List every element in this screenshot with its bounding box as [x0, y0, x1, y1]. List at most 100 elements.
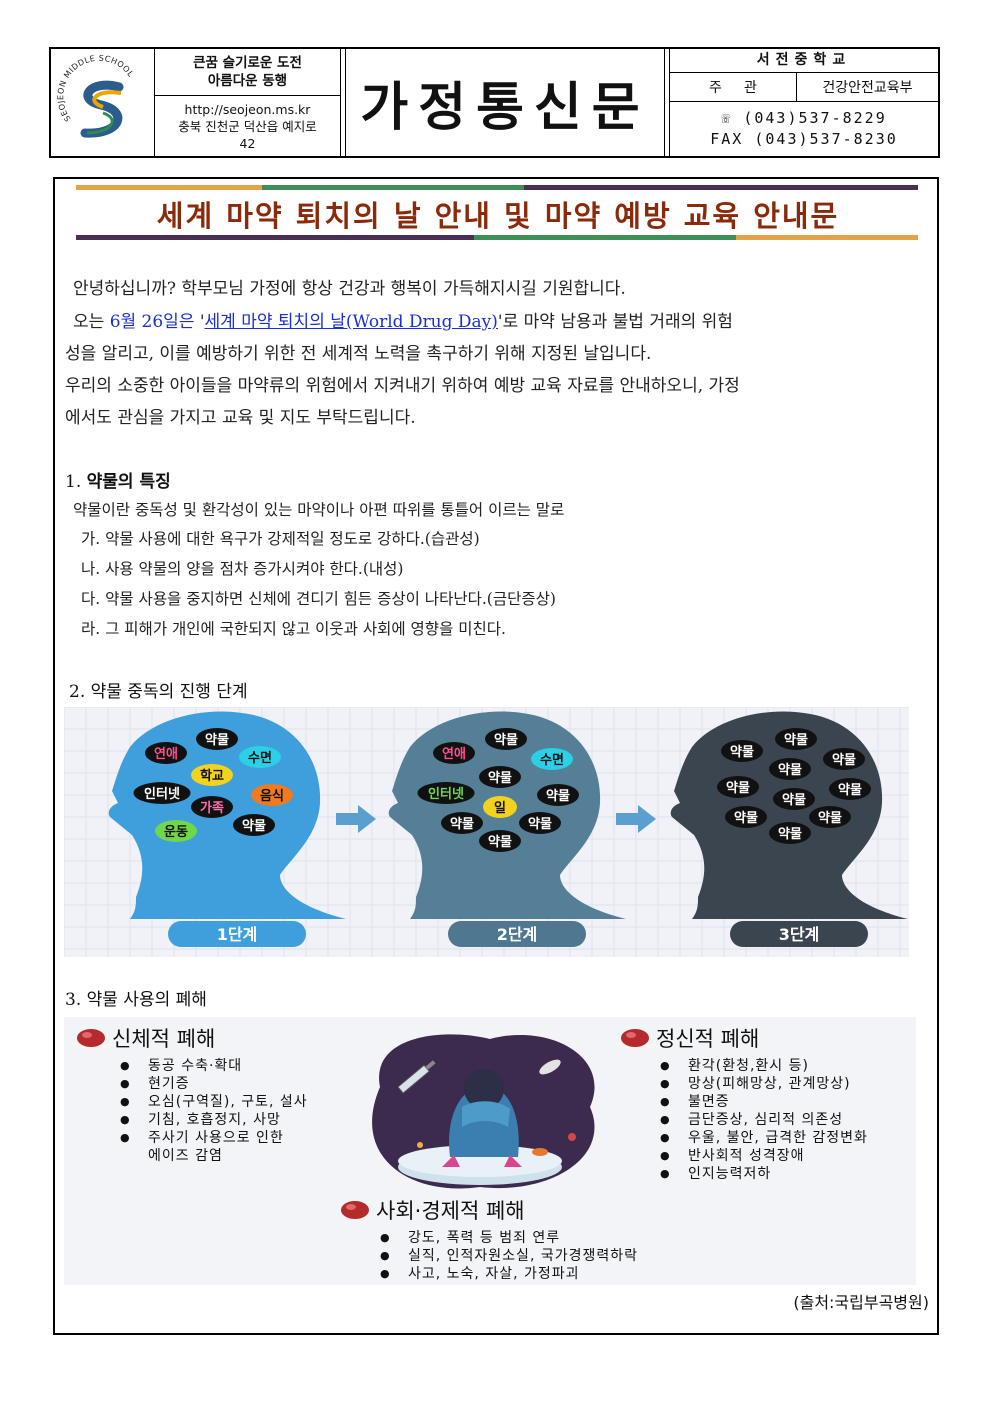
stage2-word-bubble — [479, 766, 521, 788]
mental-harm-item: 환각(환청,환시 등) — [660, 1057, 868, 1075]
section-1-item-da: 다. 약물 사용을 중지하면 신체에 견디기 힘든 증상이 나타난다.(금단증상… — [81, 590, 556, 608]
mental-harm-item: 망상(피해망상, 관계망상) — [660, 1075, 868, 1093]
address-line-2: 42 — [239, 135, 256, 151]
dept-key-1: 주 — [709, 80, 722, 96]
stage1-word: 수면 — [248, 750, 272, 766]
stage1-word: 연애 — [154, 746, 178, 762]
department-row: 주 관 건강안전교육부 — [670, 73, 938, 102]
motto-line-1: 큰꿈 슬기로운 도전 — [193, 55, 302, 71]
stage3-word: 약물 — [734, 810, 758, 826]
mental-harm-title: 정신적 폐해 — [620, 1023, 759, 1053]
main-title: 세계 마약 퇴치의 날 안내 및 마약 예방 교육 안내문 — [156, 199, 840, 233]
stage3-word: 약물 — [818, 810, 842, 826]
physical-harm-item-cont: 에이즈 감염 — [148, 1148, 223, 1164]
stage1-word-bubble — [191, 764, 233, 786]
stage1-word-bubble — [133, 782, 191, 804]
social-harm-item: 강도, 폭력 등 범죄 연루 — [380, 1229, 638, 1247]
pill-icon — [620, 1027, 650, 1049]
section-3-heading: 3. 약물 사용의 폐해 — [65, 990, 207, 1010]
stage1-word-bubble — [145, 742, 187, 764]
dept-value: 건강안전교육부 — [822, 80, 913, 96]
stage3-word: 약물 — [730, 744, 754, 760]
stage1-word: 가족 — [200, 801, 224, 816]
intro-line-1: 안녕하십니까? 학부모님 가정에 항상 건강과 행복이 가득해지시길 기원합니다… — [73, 279, 626, 299]
stage3-word-bubble — [769, 758, 811, 780]
letter-title-box: 가정통신문 — [345, 49, 665, 156]
stage3-label-pill — [730, 921, 868, 947]
social-harm-item: 사고, 노숙, 자살, 가정파괴 — [380, 1265, 638, 1283]
stage2-word-bubble — [483, 796, 517, 818]
stage3-word-bubble — [829, 778, 871, 800]
section-1-item-na: 나. 사용 약물의 양을 점차 증가시켜야 한다.(내성) — [81, 560, 404, 578]
motto-block: 큰꿈 슬기로운 도전 아름다운 동행 http://seojeon.ms.kr … — [155, 49, 341, 156]
pill-icon — [340, 1199, 370, 1221]
mental-harm-list: 환각(환청,환시 등) 망상(피해망상, 관계망상) 불면증 금단증상, 심리적… — [660, 1057, 868, 1183]
stage2-word-bubble — [417, 782, 475, 804]
stage1-word-bubble — [196, 728, 238, 750]
stage1-word-bubble — [191, 796, 233, 818]
physical-harm-title: 신체적 폐해 — [76, 1023, 215, 1053]
stage2-label-pill — [448, 921, 586, 947]
physical-harm-item: 현기증 — [120, 1075, 308, 1093]
physical-harm-item: 오심(구역질), 구토, 설사 — [120, 1093, 308, 1111]
arrow-right-icon — [336, 805, 376, 833]
world-drug-day-link[interactable]: 세계 마약 퇴치의 날(World Drug Day) — [204, 312, 498, 332]
stage3-word-bubble — [721, 740, 763, 762]
stage3-word-bubble — [769, 822, 811, 844]
dept-key-2: 관 — [744, 80, 757, 96]
mental-harm-item: 금단증상, 심리적 의존성 — [660, 1111, 868, 1129]
intro-line-2: 오는 6월 26일은 '세계 마약 퇴치의 날(World Drug Day)'… — [73, 312, 733, 332]
stage1-word: 학교 — [200, 768, 224, 784]
title-bar-top-purple — [524, 185, 918, 190]
stage3-label: 3단계 — [779, 925, 820, 944]
stage2-label: 2단계 — [497, 925, 538, 944]
school-info: 서전중학교 주 관 건강안전교육부 ☏ (043)537-8229 FAX (0… — [669, 49, 938, 156]
letter-header: SEOJEON MIDDLE SCHOOL 큰꿈 슬기로운 도전 아름다운 동행… — [49, 47, 940, 158]
stage3-word: 약물 — [726, 780, 750, 796]
section-1-item-ra: 라. 그 피해가 개인에 국한되지 않고 이웃과 사회에 영향을 미친다. — [81, 620, 506, 638]
stage2-word-bubble — [537, 784, 579, 806]
stage2-word: 약물 — [450, 816, 474, 832]
stage2-word: 약물 — [528, 816, 552, 832]
depressed-person-illustration — [350, 1027, 615, 1197]
intro-line-5: 에서도 관심을 가지고 교육 및 지도 부탁드립니다. — [65, 408, 416, 428]
school-logo: SEOJEON MIDDLE SCHOOL — [51, 49, 155, 156]
title-bar-bottom-orange — [736, 235, 918, 240]
stage1-word-bubble — [155, 820, 197, 842]
title-bar-top-orange — [76, 185, 262, 190]
stage2-word: 약물 — [494, 732, 518, 748]
school-url[interactable]: http://seojeon.ms.kr — [184, 101, 311, 117]
intro-line-3: 성을 알리고, 이를 예방하기 위한 전 세계적 노력을 촉구하기 위해 지정된… — [65, 344, 652, 364]
source-citation: (출처:국립부곡병원) — [793, 1293, 929, 1312]
stage1-word-bubble — [239, 746, 281, 768]
physical-harm-list: 동공 수축·확대 현기증 오심(구역질), 구토, 설사 기침, 호흡정지, 사… — [120, 1057, 308, 1165]
mental-harm-item: 인지능력저하 — [660, 1165, 868, 1183]
stage1-label-pill — [168, 921, 306, 947]
stage3-word-bubble — [809, 806, 851, 828]
stage1-word-bubble — [233, 814, 275, 836]
letter-title: 가정통신문 — [360, 78, 650, 138]
stage2-word-bubble — [441, 812, 483, 834]
drug-day-date: 6월 26일은 — [109, 312, 195, 332]
pill-icon — [76, 1027, 106, 1049]
mental-harm-item: 우울, 불안, 급격한 감정변화 — [660, 1129, 868, 1147]
section-1-heading: 1. 약물의 특징 — [65, 472, 171, 492]
social-harm-item: 실직, 인적자원소실, 국가경쟁력하락 — [380, 1247, 638, 1265]
stage1-word-bubble — [251, 784, 293, 806]
stage3-word-bubble — [725, 806, 767, 828]
stage2-word: 수면 — [540, 752, 564, 768]
stage3-word-bubble — [775, 728, 817, 750]
mental-harm-item: 불면증 — [660, 1093, 868, 1111]
physical-harm-item: 기침, 호흡정지, 사망 — [120, 1111, 308, 1129]
stage1-word: 음식 — [260, 788, 284, 804]
stage2-word: 인터넷 — [428, 786, 464, 802]
stage2-word: 일 — [494, 801, 506, 816]
section-2-heading: 2. 약물 중독의 진행 단계 — [69, 682, 248, 702]
physical-harm-item: 주사기 사용으로 인한 — [120, 1129, 308, 1147]
fax-number: FAX (043)537-8230 — [710, 130, 898, 148]
stage2-word-bubble — [433, 742, 475, 764]
phone-number: ☏ (043)537-8229 — [721, 109, 887, 127]
motto-line-2: 아름다운 동행 — [207, 73, 288, 89]
